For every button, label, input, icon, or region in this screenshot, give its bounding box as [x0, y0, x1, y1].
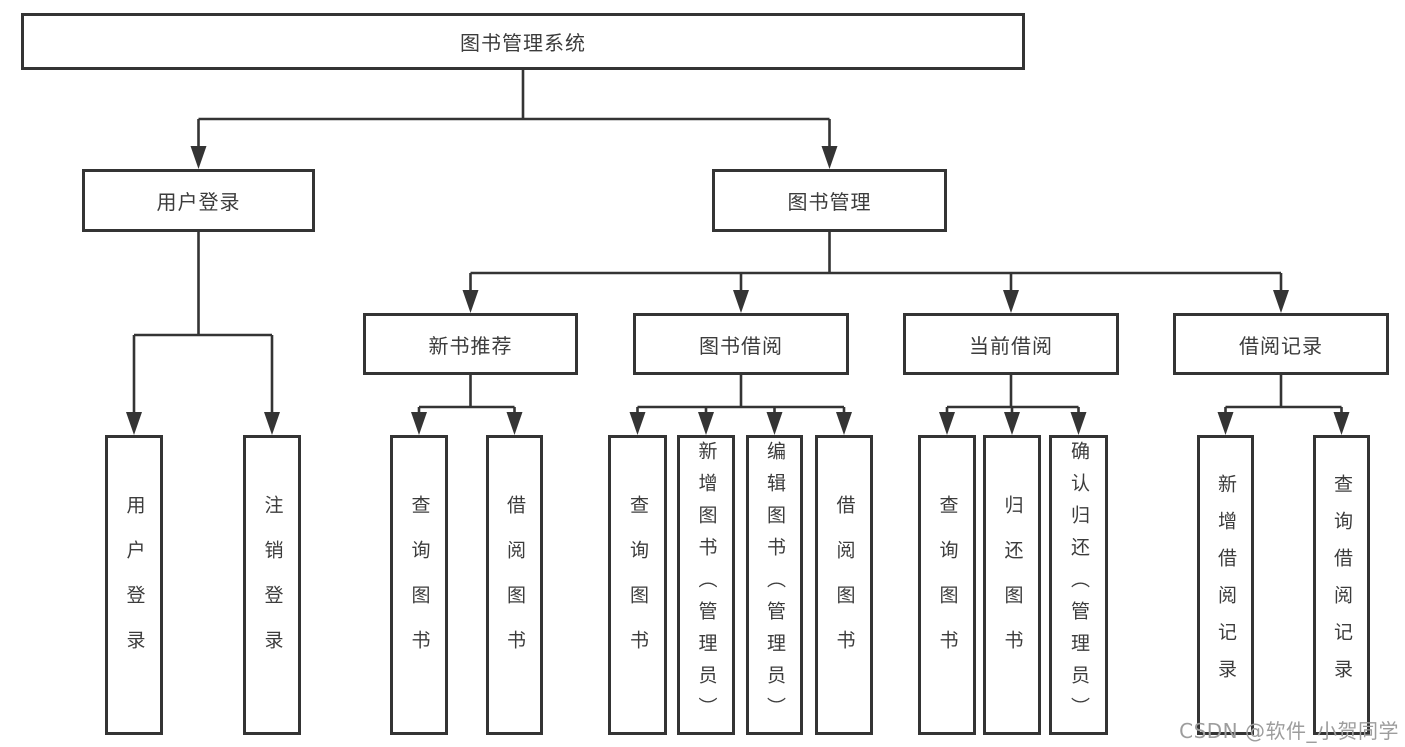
- connector-new-rec-children: [417, 375, 516, 417]
- node-library-management-system: 图书管理系统: [21, 13, 1025, 70]
- connector-book-mgmt-children: [469, 232, 1283, 294]
- arrow-down-icon: [1070, 412, 1087, 435]
- leaf-query-books-current: 查询图书: [918, 435, 976, 735]
- arrow-down-icon: [1004, 412, 1020, 435]
- leaf-query-borrow-record: 查询借阅记录: [1313, 435, 1370, 735]
- leaf-edit-books-admin: 编辑图书（管理员）: [746, 435, 803, 735]
- node-label: 确认归还（管理员）: [1068, 441, 1090, 729]
- connector-book-borrow-children: [636, 375, 846, 417]
- node-label: 借阅记录: [1239, 333, 1323, 358]
- arrow-down-icon: [629, 412, 646, 435]
- arrow-down-icon: [264, 412, 280, 435]
- arrow-down-icon: [411, 412, 427, 435]
- node-label: 用户登录: [156, 190, 241, 214]
- leaf-query-books-borrow: 查询图书: [608, 435, 667, 735]
- leaf-add-books-admin: 新增图书（管理员）: [677, 435, 735, 735]
- node-label: 注销登录: [261, 495, 284, 675]
- arrow-down-icon: [821, 146, 838, 169]
- arrow-down-icon: [506, 412, 523, 435]
- arrow-down-icon: [190, 146, 207, 169]
- connector-cur-borrow-children: [945, 375, 1080, 417]
- node-label: 当前借阅: [969, 333, 1053, 358]
- node-new-book-recommend: 新书推荐: [363, 313, 578, 375]
- node-label: 归还图书: [1001, 495, 1024, 675]
- node-borrowing-records: 借阅记录: [1173, 313, 1389, 375]
- node-label: 查询图书: [936, 495, 959, 675]
- arrow-down-icon: [126, 412, 142, 435]
- node-label: 查询图书: [408, 495, 431, 675]
- leaf-borrow-books-newrec: 借阅图书: [486, 435, 543, 735]
- arrow-down-icon: [733, 290, 749, 313]
- leaf-logout-action: 注销登录: [243, 435, 301, 735]
- node-label: 编辑图书（管理员）: [764, 441, 786, 729]
- leaf-query-books-newrec: 查询图书: [390, 435, 448, 735]
- arrow-down-icon: [836, 412, 852, 435]
- connector-root-to-level2: [197, 70, 831, 150]
- node-label: 图书管理系统: [460, 31, 586, 55]
- arrow-down-icon: [939, 412, 955, 435]
- leaf-add-borrow-record: 新增借阅记录: [1197, 435, 1254, 735]
- node-label: 图书借阅: [699, 333, 783, 358]
- arrow-down-icon: [1003, 290, 1019, 313]
- node-label: 图书管理: [787, 190, 872, 214]
- arrow-down-icon: [462, 290, 479, 313]
- leaf-borrow-books: 借阅图书: [815, 435, 873, 735]
- node-label: 新书推荐: [428, 333, 513, 358]
- leaf-user-login-action: 用户登录: [105, 435, 163, 735]
- arrowheads: [126, 146, 1350, 435]
- node-label: 新增图书（管理员）: [695, 441, 718, 729]
- node-label: 查询借阅记录: [1331, 474, 1353, 696]
- node-current-borrowing: 当前借阅: [903, 313, 1119, 375]
- leaf-confirm-return-admin: 确认归还（管理员）: [1049, 435, 1108, 735]
- node-label: 新增借阅记录: [1215, 474, 1237, 696]
- node-label: 查询图书: [627, 495, 649, 675]
- arrow-down-icon: [1273, 290, 1289, 313]
- leaf-return-books: 归还图书: [983, 435, 1041, 735]
- arrow-down-icon: [1333, 412, 1350, 435]
- node-label: 借阅图书: [504, 495, 526, 675]
- node-label: 用户登录: [123, 495, 146, 675]
- arrow-down-icon: [766, 412, 783, 435]
- node-book-management: 图书管理: [712, 169, 947, 232]
- arrow-down-icon: [1217, 412, 1234, 435]
- csdn-watermark: CSDN @软件_小贺同学: [1179, 719, 1399, 743]
- arrow-down-icon: [698, 412, 714, 435]
- node-label: 借阅图书: [833, 495, 856, 675]
- connector-user-login-children: [132, 232, 274, 416]
- connector-borrow-rec-children: [1224, 375, 1343, 417]
- node-book-borrowing: 图书借阅: [633, 313, 849, 375]
- node-user-login: 用户登录: [82, 169, 315, 232]
